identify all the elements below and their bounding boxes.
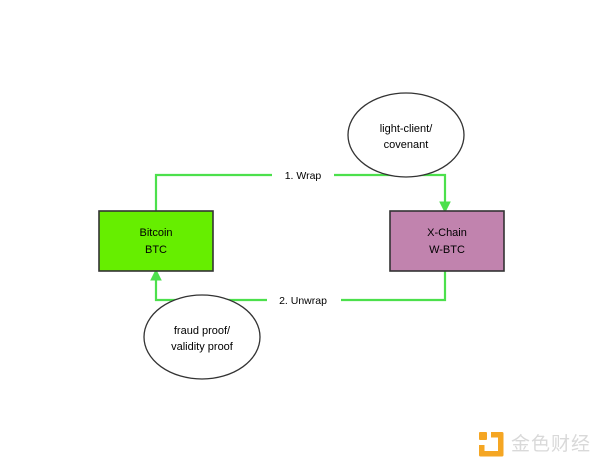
node-xchain-shape [389,210,505,272]
edge-unwrap: 2. Unwrap [150,268,447,307]
edge-unwrap-label: 2. Unwrap [279,295,327,307]
node-bitcoin-shape [98,210,214,272]
edge-wrap-label: 1. Wrap [285,170,322,182]
jinse-logo-icon [478,431,505,458]
watermark-text: 金色财经 [511,433,592,455]
node-bitcoin-line1: Bitcoin [139,227,172,239]
edge-wrap-arrowhead [439,201,451,214]
node-bitcoin[interactable]: Bitcoin BTC [98,210,214,272]
edge-wrap: 1. Wrap [154,168,451,214]
edge-wrap-label-backdrop [272,168,334,182]
node-xchain-line1: X-Chain [427,227,467,239]
node-fraud-proof-line1: fraud proof/ [174,325,231,337]
node-fraud-proof-shape [143,294,261,380]
jinse-logo-glyph [479,432,504,457]
node-light-client-line2: covenant [384,139,429,151]
edge-unwrap-arrowhead [150,268,162,281]
edge-unwrap-label-backdrop [267,293,341,307]
node-xchain-line2: W-BTC [429,244,465,256]
node-fraud-proof-line2: validity proof [171,341,234,353]
node-light-client-shape [347,92,465,178]
node-bitcoin-line2: BTC [145,244,167,256]
watermark: 金色财经 [478,431,591,458]
node-fraud-proof[interactable]: fraud proof/ validity proof [143,294,261,380]
node-xchain[interactable]: X-Chain W-BTC [389,210,505,272]
node-light-client[interactable]: light-client/ covenant [347,92,465,178]
node-light-client-line1: light-client/ [380,123,434,135]
